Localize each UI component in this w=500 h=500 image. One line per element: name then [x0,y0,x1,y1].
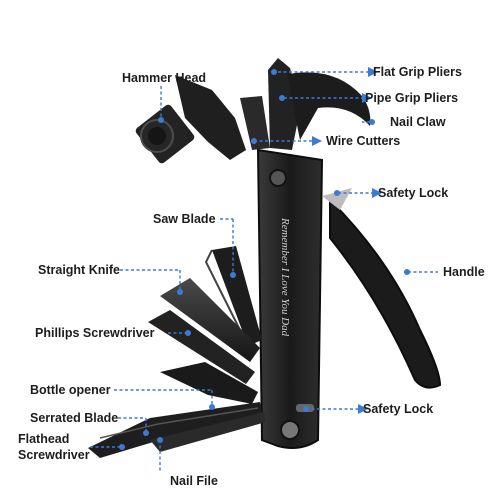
label-safety-lock-top: Safety Lock [378,186,449,200]
label-wire-cutters: Wire Cutters [326,134,401,148]
callout-arrows [312,67,382,414]
multitool: Remember I Love You Dad [88,58,442,458]
lower-blades [88,402,266,458]
label-safety-lock-bottom: Safety Lock [363,402,434,416]
label-saw-blade: Saw Blade [153,212,216,226]
pliers-jaws [240,58,371,150]
label-serrated-blade: Serrated Blade [30,411,119,425]
callouts [90,71,438,471]
hammer-head [135,75,246,164]
label-bottle-opener: Bottle opener [30,383,111,397]
bottle-opener [160,362,258,404]
label-flathead-screwdriver: Screwdriver [18,448,90,462]
label-flathead: Flathead [18,432,70,446]
label-handle: Handle [443,265,485,279]
phillips-screwdriver [148,310,255,384]
label-flat-grip-pliers: Flat Grip Pliers [373,65,462,79]
label-nail-claw: Nail Claw [390,115,446,129]
label-nail-file: Nail File [170,474,218,488]
handle [322,188,442,389]
engraving-text: Remember I Love You Dad [279,217,291,337]
tool-body: Remember I Love You Dad [256,148,324,449]
callout-dots [119,69,410,450]
label-phillips-screwdriver: Phillips Screwdriver [35,326,155,340]
label-hammer-head: Hammer Head [122,71,207,85]
saw-blade [204,246,262,347]
label-pipe-grip-pliers: Pipe Grip Pliers [365,91,459,105]
label-straight-knife: Straight Knife [38,263,120,277]
straight-knife [160,278,260,362]
